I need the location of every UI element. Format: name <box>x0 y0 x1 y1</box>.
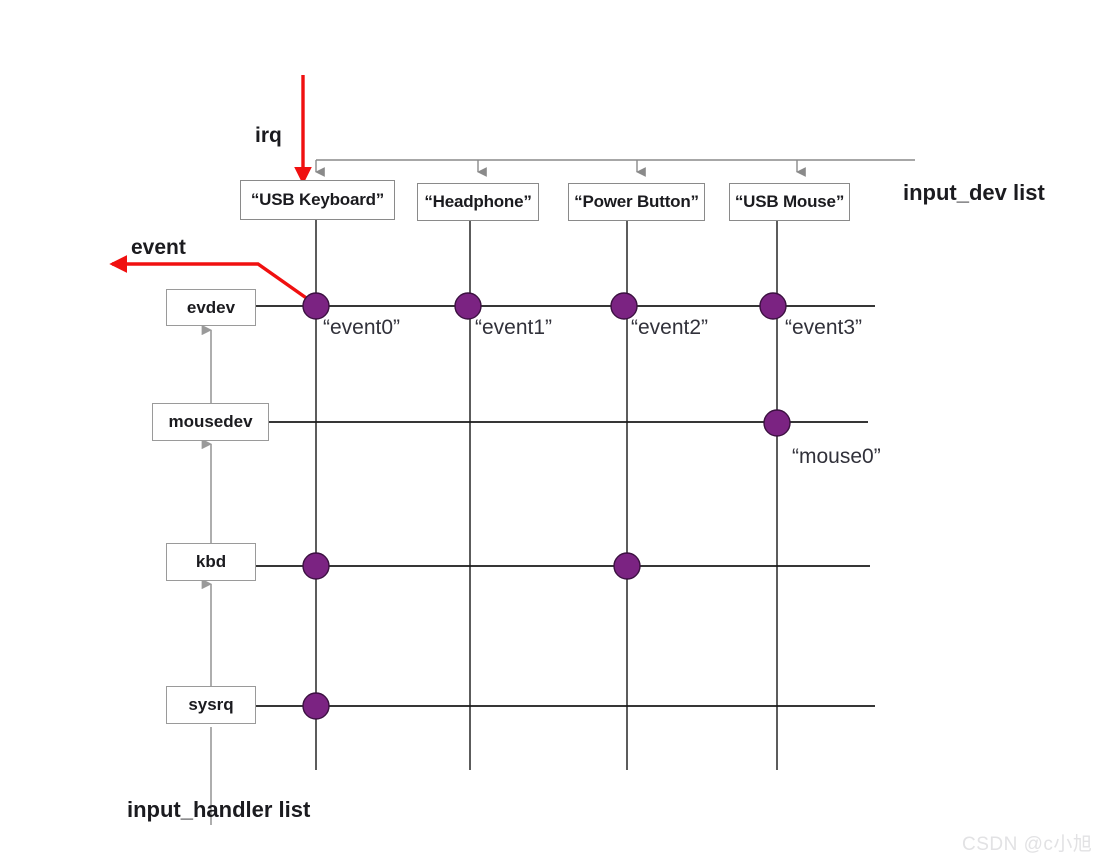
connection-dots <box>302 292 791 720</box>
dot-sysrq-usb-keyboard <box>302 692 330 720</box>
dot-evdev-power-button <box>610 292 638 320</box>
input-dev-bus <box>315 159 915 177</box>
handler-horizontal-lines <box>256 305 875 707</box>
dot-kbd-usb-keyboard <box>302 552 330 580</box>
dot-kbd-power-button <box>613 552 641 580</box>
dot-mousedev-usb-mouse <box>763 409 791 437</box>
dot-evdev-usb-keyboard <box>302 292 330 320</box>
event-arrow <box>109 255 313 304</box>
dot-evdev-usb-mouse <box>759 292 787 320</box>
dot-evdev-headphone <box>454 292 482 320</box>
device-vertical-lines <box>315 220 778 770</box>
